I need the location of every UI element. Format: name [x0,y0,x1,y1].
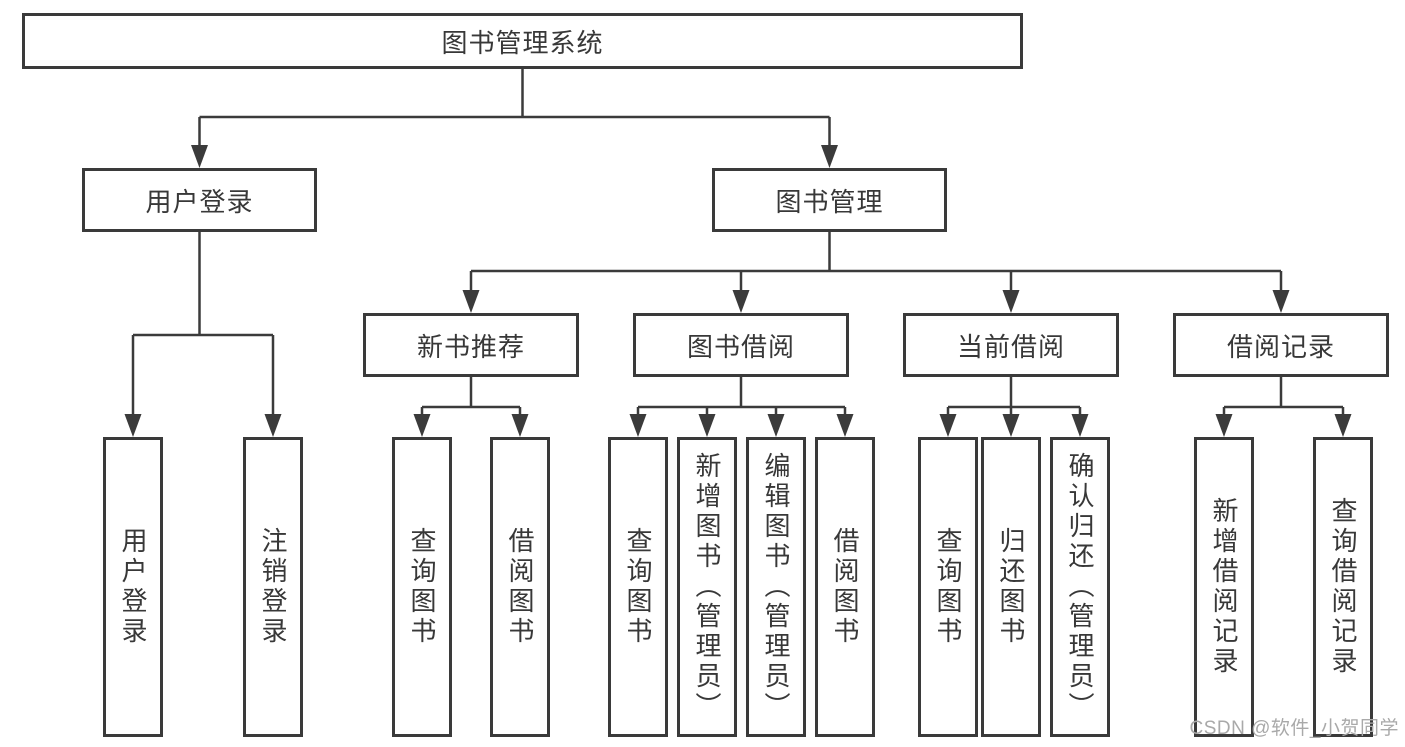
leaf-query-books: 查询图书 [392,437,452,737]
arrow-down-icon [1272,290,1290,313]
leaf-query-books: 查询图书 [918,437,978,737]
arrow-down-icon [1002,290,1020,313]
arrow-down-icon [629,414,647,437]
leaf-label: 注销登录 [258,527,288,647]
leaf-label: 编辑图书（管理员） [761,452,791,722]
connector-borrow-record-children [1215,377,1352,437]
connector-book-management-to-level3 [462,232,1290,313]
node-user-login: 用户登录 [82,168,317,232]
leaf-label: 用户登录 [118,527,148,647]
node-root-library-system: 图书管理系统 [22,13,1023,69]
connector-new-book-children [413,377,529,437]
leaf-label: 确认归还（管理员） [1065,452,1095,722]
arrow-down-icon [413,414,431,437]
leaf-label: 查询图书 [623,527,653,647]
connector-current-borrow-children [939,377,1089,437]
node-borrow-records: 借阅记录 [1173,313,1389,377]
node-current-borrow: 当前借阅 [903,313,1119,377]
arrow-down-icon [1002,414,1020,437]
leaf-label: 查询图书 [407,527,437,647]
arrow-down-icon [1071,414,1089,437]
arrow-down-icon [821,145,838,168]
arrow-down-icon [191,145,208,168]
leaf-confirm-return-admin: 确认归还（管理员） [1050,437,1110,737]
arrow-down-icon [124,414,142,437]
connector-user-login-children [124,232,282,437]
node-book-borrow: 图书借阅 [633,313,849,377]
arrow-down-icon [939,414,957,437]
leaf-logout: 注销登录 [243,437,303,737]
leaf-borrow-books: 借阅图书 [490,437,550,737]
leaf-label: 新增借阅记录 [1209,497,1239,677]
leaf-query-borrow-record: 查询借阅记录 [1313,437,1373,737]
leaf-label: 借阅图书 [505,527,535,647]
leaf-label: 归还图书 [996,527,1026,647]
arrow-down-icon [1215,414,1233,437]
arrow-down-icon [836,414,854,437]
leaf-label: 查询图书 [933,527,963,647]
leaf-borrow-books: 借阅图书 [815,437,875,737]
connector-book-borrow-children [629,377,854,437]
arrow-down-icon [698,414,716,437]
connector-root-to-level2 [191,69,838,168]
leaf-user-login: 用户登录 [103,437,163,737]
arrow-down-icon [264,414,282,437]
arrow-down-icon [462,290,480,313]
node-book-management: 图书管理 [712,168,947,232]
arrow-down-icon [767,414,785,437]
leaf-query-books: 查询图书 [608,437,668,737]
leaf-add-book-admin: 新增图书（管理员） [677,437,737,737]
leaf-add-borrow-record: 新增借阅记录 [1194,437,1254,737]
leaf-label: 查询借阅记录 [1328,497,1358,677]
leaf-label: 借阅图书 [830,527,860,647]
leaf-edit-book-admin: 编辑图书（管理员） [746,437,806,737]
leaf-return-books: 归还图书 [981,437,1041,737]
node-new-book-recommend: 新书推荐 [363,313,579,377]
arrow-down-icon [1334,414,1352,437]
leaf-label: 新增图书（管理员） [692,452,722,722]
csdn-watermark: CSDN @软件_小贺同学 [1189,718,1399,739]
arrow-down-icon [511,414,529,437]
arrow-down-icon [732,290,750,313]
